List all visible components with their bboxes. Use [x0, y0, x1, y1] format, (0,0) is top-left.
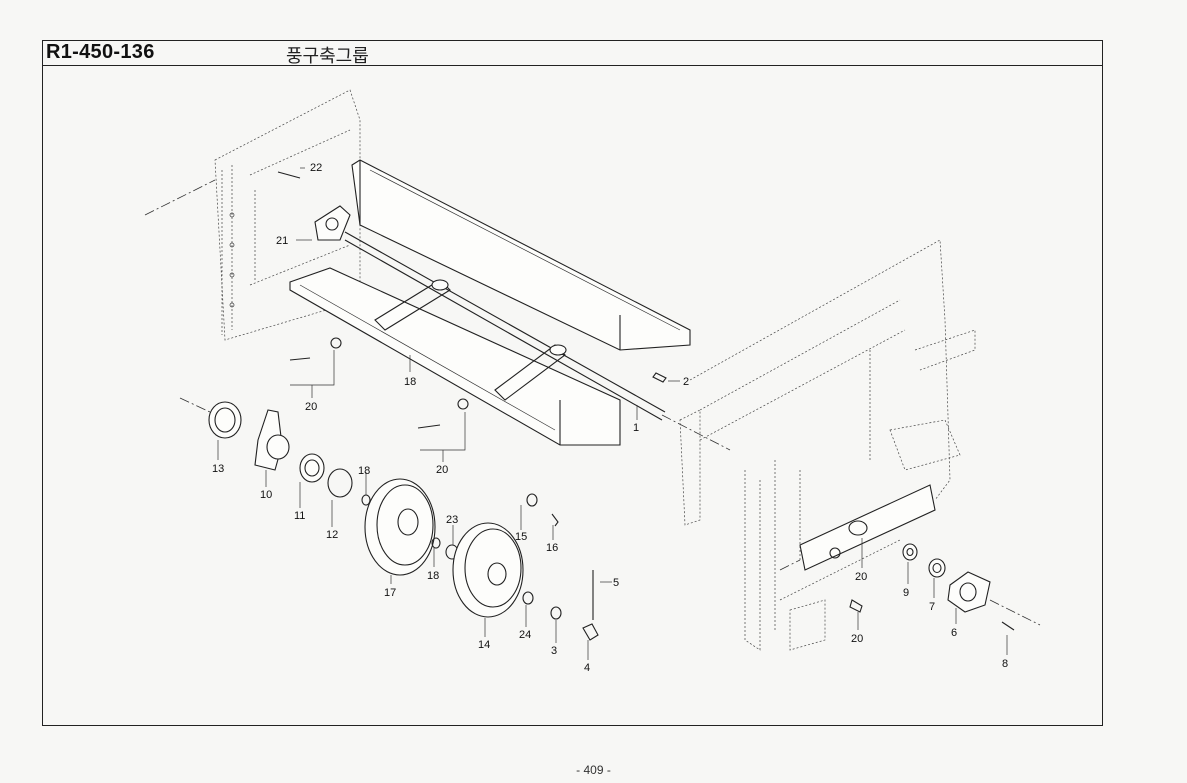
callout-3: 3	[551, 645, 557, 657]
callout-9: 9	[903, 587, 909, 599]
part-group-title: 풍구축그룹	[286, 46, 369, 67]
callout-4: 4	[584, 662, 590, 674]
header-bar: R1-450-136 풍구축그룹	[42, 40, 1103, 67]
pulley-assembly	[364, 478, 599, 641]
callout-17: 17	[384, 587, 396, 599]
callout-14: 14	[478, 639, 490, 651]
callout-15: 15	[515, 531, 527, 543]
callout-6: 6	[951, 627, 957, 639]
diagram-frame	[42, 40, 1103, 726]
callout-7: 7	[929, 601, 935, 613]
upper-small-parts	[277, 171, 667, 429]
part-group-code: R1-450-136	[46, 41, 155, 63]
callout-25: 23	[446, 514, 458, 526]
main-shaft	[344, 231, 731, 451]
callout-19: 18	[404, 376, 416, 388]
callout-labels: 22 21 18 20 20 1 2 13 10 11 12 18 17 18 …	[212, 162, 1008, 674]
callout-5: 5	[613, 577, 619, 589]
callout-11: 11	[294, 510, 305, 522]
callout-18a: 18	[358, 465, 370, 477]
callout-20b: 20	[436, 464, 448, 476]
callout-23: 21	[276, 235, 288, 247]
callout-10: 10	[260, 489, 272, 501]
callout-18b: 18	[427, 570, 439, 582]
fan-blade-plate	[289, 267, 621, 446]
leader-lines	[217, 167, 1008, 660]
callout-8: 8	[1002, 658, 1008, 670]
callout-26: 24	[519, 629, 531, 641]
callout-24: 22	[310, 162, 322, 174]
left-bearing-assembly	[179, 397, 371, 506]
callout-2: 2	[683, 376, 689, 388]
fan-housing-cover	[351, 159, 691, 351]
bearing-holder-plate	[779, 484, 936, 571]
callout-21: 20	[855, 571, 867, 583]
callout-1: 1	[633, 422, 639, 434]
callout-13: 13	[212, 463, 224, 475]
callout-20a: 20	[305, 401, 317, 413]
right-side-bearing-parts	[849, 543, 1041, 631]
callout-22: 20	[851, 633, 863, 645]
right-machine-frame	[679, 239, 976, 651]
page-number: - 409 -	[576, 763, 611, 777]
callout-16: 16	[546, 542, 558, 554]
callout-12: 12	[326, 529, 338, 541]
